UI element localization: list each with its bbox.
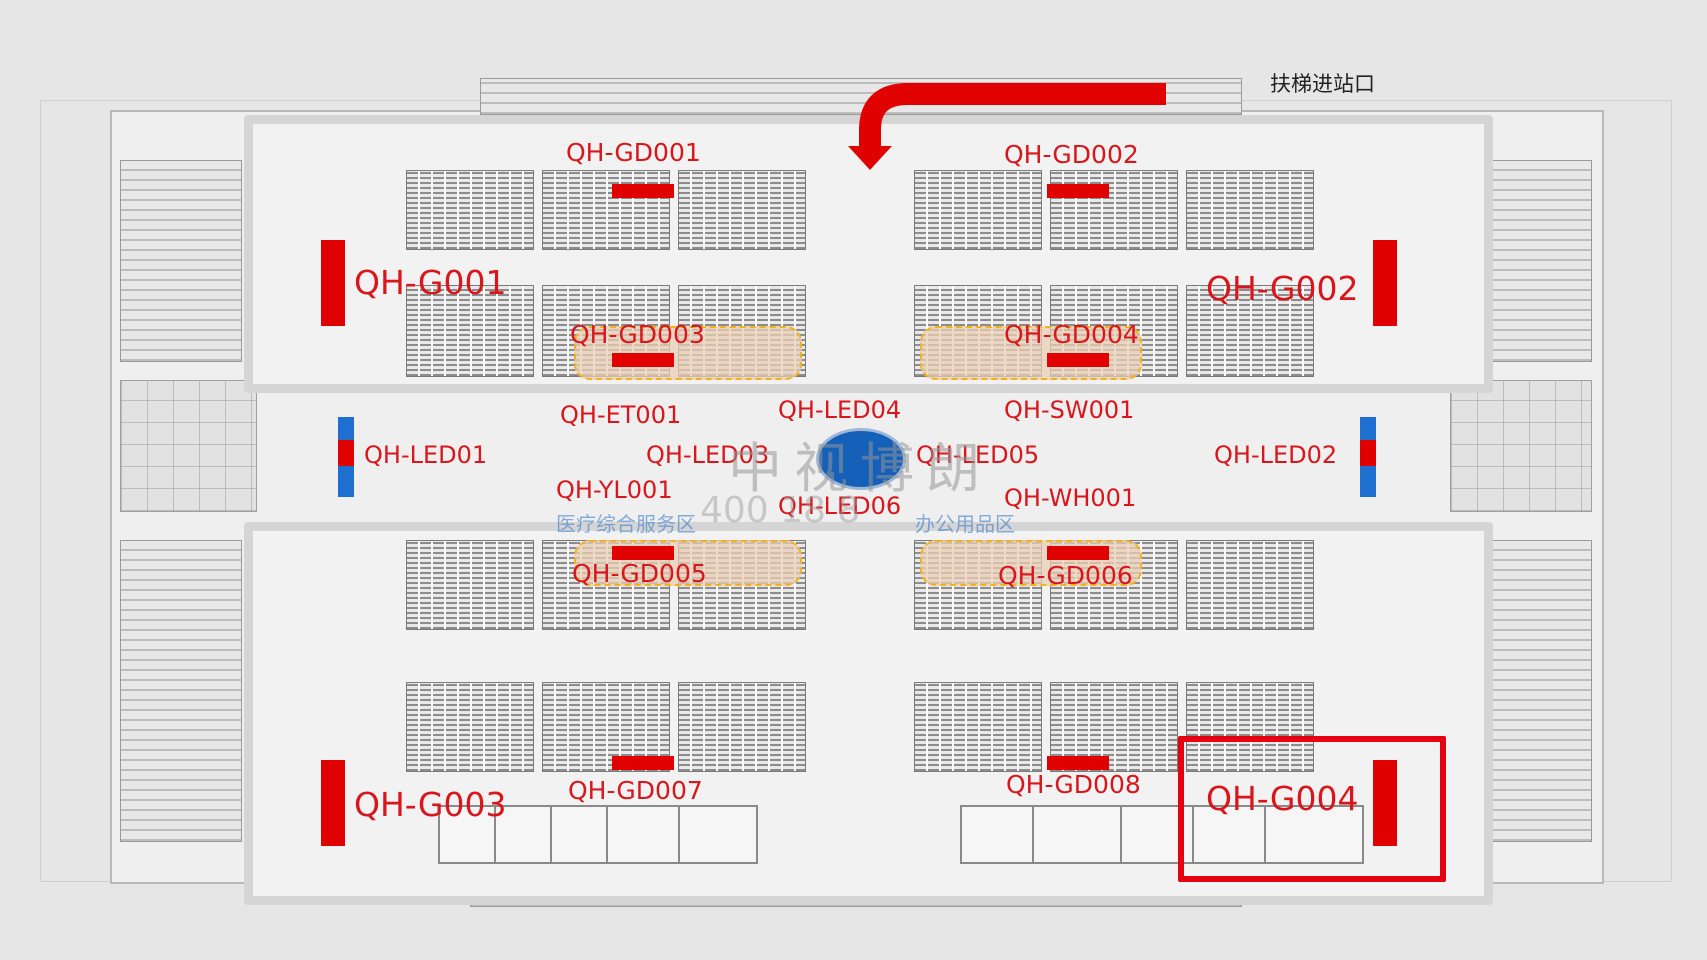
zone-label-led03[interactable]: QH-LED03 <box>646 441 770 469</box>
zone-label-gd006[interactable]: QH-GD006 <box>998 561 1133 590</box>
booth-block <box>406 540 534 630</box>
zone-label-gd003[interactable]: QH-GD003 <box>570 320 705 349</box>
booth-block <box>1050 170 1178 250</box>
counter <box>960 805 1034 864</box>
led-pillar-left-core <box>338 440 354 466</box>
zone-label-g003[interactable]: QH-G003 <box>354 785 507 824</box>
ad-bar-g001[interactable] <box>321 240 345 326</box>
zone-label-g004[interactable]: QH-G004 <box>1206 779 1359 818</box>
faint-sign-right: 办公用品区 <box>915 514 1015 536</box>
left-wing-lower <box>120 540 242 842</box>
watermark-brand: 中视博朗 <box>728 437 992 500</box>
ad-bar-gd007[interactable] <box>612 756 674 770</box>
zone-label-wh001[interactable]: QH-WH001 <box>1004 484 1137 512</box>
booth-block <box>678 682 806 772</box>
counter <box>606 805 680 864</box>
zone-label-et001[interactable]: QH-ET001 <box>560 401 682 429</box>
ad-bar-gd008[interactable] <box>1047 756 1109 770</box>
booth-block <box>406 285 534 377</box>
zone-label-gd002[interactable]: QH-GD002 <box>1004 140 1139 169</box>
zone-label-gd007[interactable]: QH-GD007 <box>568 776 703 805</box>
ad-bar-gd006[interactable] <box>1047 546 1109 560</box>
booth-block <box>1186 170 1314 250</box>
ad-bar-g002[interactable] <box>1373 240 1397 326</box>
zone-label-gd005[interactable]: QH-GD005 <box>572 559 707 588</box>
booth-block <box>406 170 534 250</box>
ad-bar-gd004[interactable] <box>1047 353 1109 367</box>
counter <box>1192 805 1266 864</box>
ad-bar-gd001[interactable] <box>612 184 674 198</box>
zone-label-g001[interactable]: QH-G001 <box>354 263 507 302</box>
booth-block <box>1186 682 1314 772</box>
faint-sign-left: 医疗综合服务区 <box>556 514 696 536</box>
counter <box>1032 805 1122 864</box>
selected-zone-g004[interactable] <box>1178 736 1446 882</box>
zone-label-led02[interactable]: QH-LED02 <box>1214 441 1338 469</box>
escalator-entrance-label: 扶梯进站口 <box>1270 72 1375 96</box>
zone-label-gd004[interactable]: QH-GD004 <box>1004 320 1139 349</box>
escalator-arrow-icon <box>848 83 1166 170</box>
right-wing-rooms <box>1450 380 1592 512</box>
ad-bar-gd002[interactable] <box>1047 184 1109 198</box>
booth-block <box>406 682 534 772</box>
zone-label-sw001[interactable]: QH-SW001 <box>1004 396 1135 424</box>
booth-block <box>678 170 806 250</box>
zone-label-led04[interactable]: QH-LED04 <box>778 396 902 424</box>
left-wing-upper <box>120 160 242 362</box>
ad-bar-gd005[interactable] <box>612 546 674 560</box>
ad-bar-gd003[interactable] <box>612 353 674 367</box>
booth-block <box>542 170 670 250</box>
ad-bar-g004[interactable] <box>1373 760 1397 846</box>
counter <box>438 805 496 864</box>
ad-bar-g003[interactable] <box>321 760 345 846</box>
zone-label-led06[interactable]: QH-LED06 <box>778 492 902 520</box>
counter <box>1264 805 1364 864</box>
left-wing-rooms <box>120 380 257 512</box>
counter <box>678 805 758 864</box>
center-logo <box>816 428 906 490</box>
led-pillar-right-core <box>1360 440 1376 466</box>
booth-block <box>1186 285 1314 377</box>
booth-block <box>914 682 1042 772</box>
zone-label-led01[interactable]: QH-LED01 <box>364 441 488 469</box>
booth-block <box>1186 540 1314 630</box>
zone-label-g002[interactable]: QH-G002 <box>1206 269 1359 308</box>
zone-label-gd008[interactable]: QH-GD008 <box>1006 770 1141 799</box>
zone-label-yl001[interactable]: QH-YL001 <box>556 476 673 504</box>
watermark-phone: 400 18 8 <box>700 490 861 531</box>
zone-label-gd001[interactable]: QH-GD001 <box>566 138 701 167</box>
booth-block <box>914 170 1042 250</box>
counter <box>550 805 608 864</box>
zone-label-led05[interactable]: QH-LED05 <box>916 441 1040 469</box>
island-gd006 <box>920 540 1142 586</box>
